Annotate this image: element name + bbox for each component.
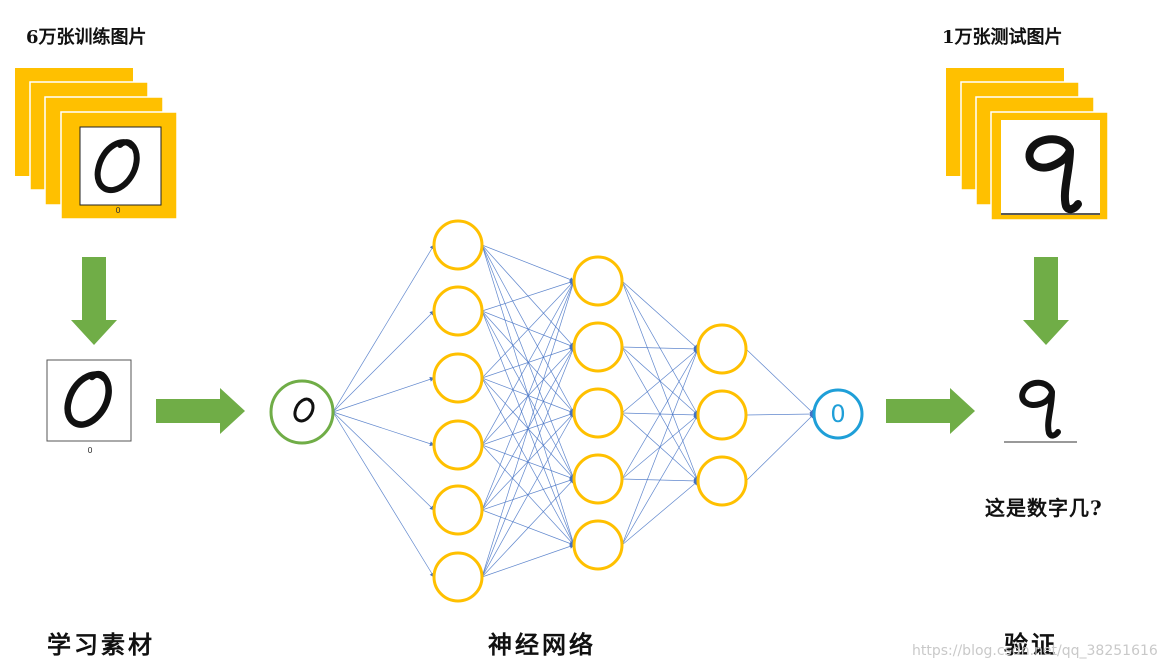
right-arrow-output <box>886 388 975 434</box>
learning-material-caption: 学习素材 <box>47 625 155 660</box>
connection-edge <box>622 349 698 479</box>
hidden-node <box>434 421 482 469</box>
sample-digit-label: 0 <box>87 446 92 455</box>
hidden-node <box>698 325 746 373</box>
connection-edge <box>622 415 698 545</box>
connection-edge <box>482 347 574 577</box>
hidden-node <box>574 455 622 503</box>
connection-edge <box>622 281 698 349</box>
hidden-node <box>434 553 482 601</box>
down-arrow-left <box>71 257 117 345</box>
connection-edge <box>333 311 434 412</box>
connection-edge <box>746 349 814 414</box>
test-images-label: 1万张测试图片 <box>942 23 1063 49</box>
hidden-node <box>434 354 482 402</box>
digit-image-frame <box>47 360 131 441</box>
connection-edge <box>333 378 434 412</box>
digit-nine-glyph <box>1022 383 1058 436</box>
watermark: https://blog.csdn.net/qq_38251616 <box>912 643 1158 659</box>
down-arrow-right <box>1023 257 1069 345</box>
neural-network-caption: 神经网络 <box>488 625 596 660</box>
connection-edge <box>482 281 574 510</box>
hidden-node <box>434 486 482 534</box>
connection-edge <box>746 414 814 481</box>
hidden-node <box>698 457 746 505</box>
question-text: 这是数字几? <box>985 492 1103 521</box>
hidden-node <box>574 323 622 371</box>
connection-edge <box>622 481 698 545</box>
training-image-stack: 0 <box>15 68 177 219</box>
sample-digit-image: 0 <box>47 360 131 455</box>
output-value: 0 <box>830 400 845 428</box>
connection-edge <box>482 545 574 577</box>
hidden-node <box>698 391 746 439</box>
test-image-stack <box>946 68 1108 220</box>
connection-edge <box>333 245 434 412</box>
connection-edge <box>482 245 574 281</box>
card-digit-label: 0 <box>115 206 120 215</box>
connection-edge <box>746 414 814 415</box>
digit-image-frame <box>80 127 161 205</box>
connection-edge <box>333 412 434 445</box>
right-arrow-input <box>156 388 245 434</box>
connection-edge <box>622 349 698 545</box>
connection-edge <box>482 479 574 577</box>
hidden-node <box>434 221 482 269</box>
hidden-node <box>574 389 622 437</box>
connection-edge <box>333 412 434 577</box>
connection-edge <box>622 349 698 413</box>
hidden-node <box>434 287 482 335</box>
input-node <box>271 381 333 443</box>
hidden-node <box>574 521 622 569</box>
training-images-label: 6万张训练图片 <box>26 23 147 49</box>
connection-edge <box>482 281 574 577</box>
hidden-node <box>574 257 622 305</box>
result-digit <box>1004 383 1077 442</box>
connection-edge <box>333 412 434 510</box>
